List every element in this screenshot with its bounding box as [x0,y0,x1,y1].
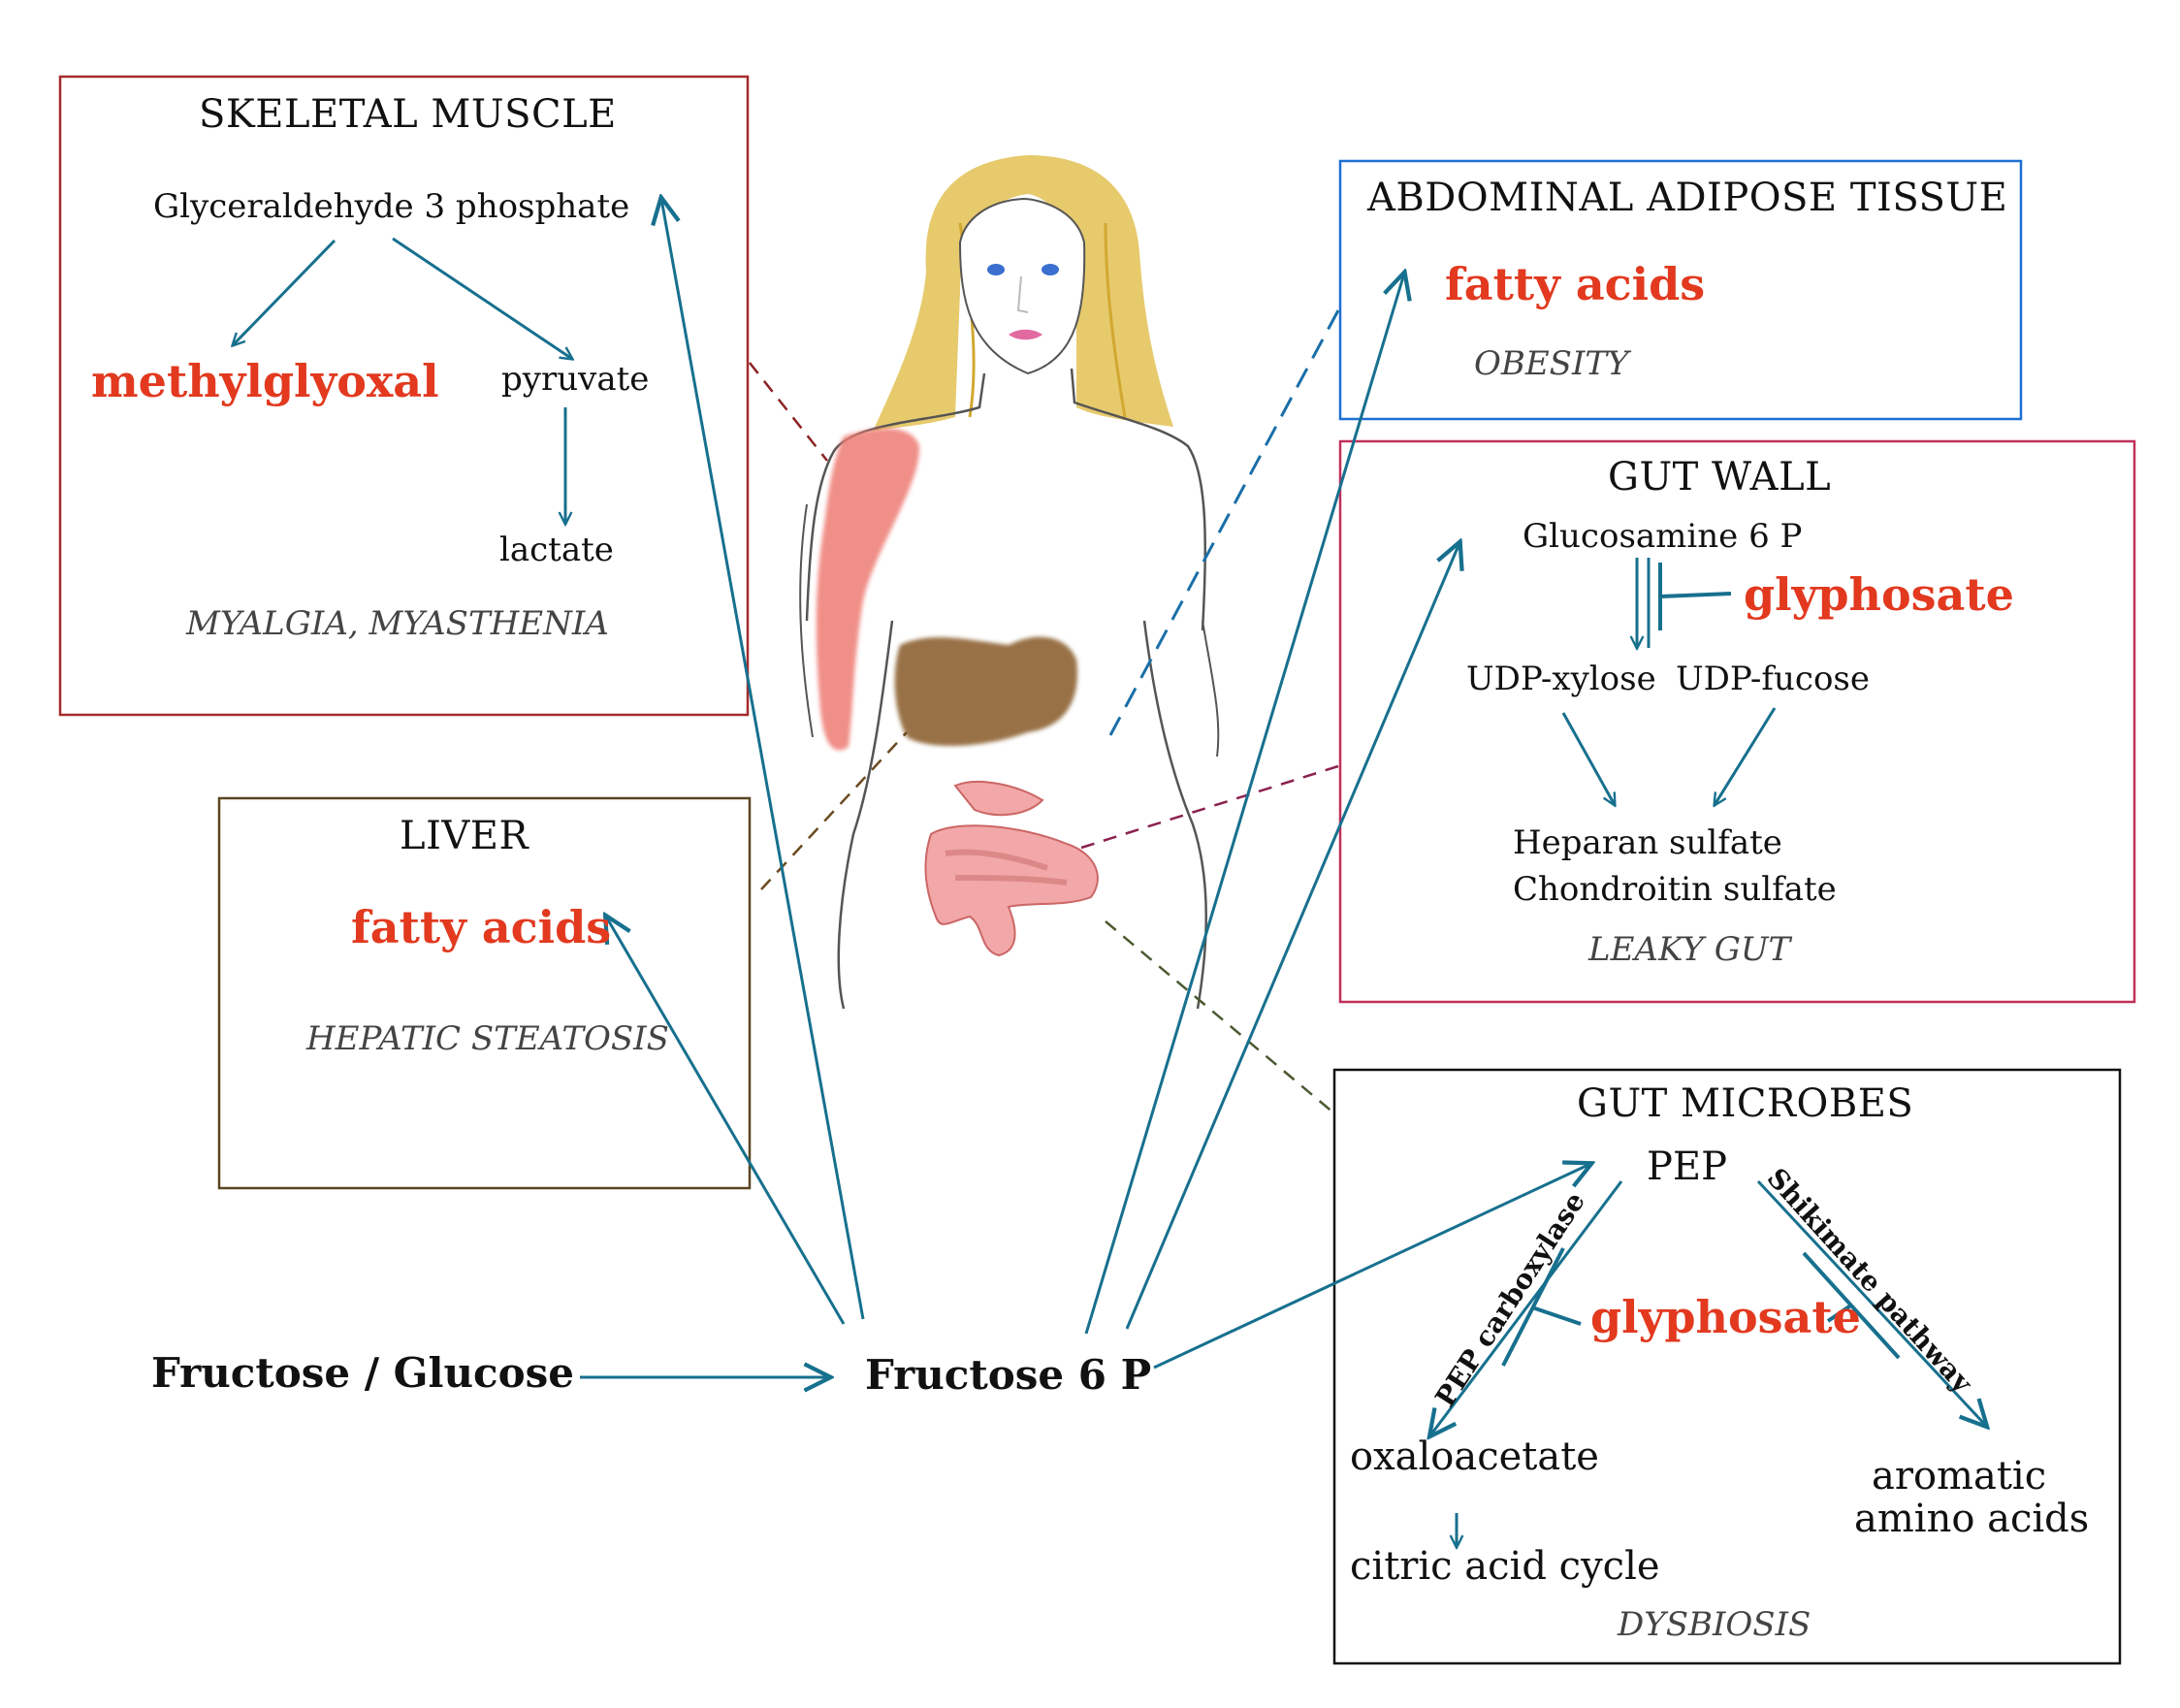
lips [1009,329,1042,340]
chondroitin-label: Chondroitin sulfate [1513,870,1837,909]
pyruvate-label: pyruvate [501,360,650,399]
liver-fatty-acids: fatty acids [351,901,612,953]
arrow-g3p-pyruvate [392,237,572,359]
myalgia-label: MYALGIA, MYASTHENIA [186,604,609,643]
arrow-f6p-to-pep [1153,1164,1590,1370]
arrow-pep-aromatic [1756,1179,1986,1426]
udp-xylose-label: UDP-xylose [1466,660,1656,698]
muscle-connector [749,362,828,462]
woman-figure [799,155,1220,1010]
arrow-f6p-to-adipose [1084,274,1404,1335]
adipose-fatty-acids: fatty acids [1445,258,1706,310]
arrow-xylose-heparan [1561,712,1615,805]
adipose-connector [1108,309,1340,736]
right-eye [1042,264,1059,275]
citric-acid-cycle-label: citric acid cycle [1350,1544,1660,1589]
arrow-f6p-to-liver [606,917,846,1325]
gut-microbes-title: GUT MICROBES [1577,1081,1914,1126]
leaky-gut-label: LEAKY GUT [1588,930,1791,969]
liver-title: LIVER [400,814,529,858]
liver-organ [894,636,1077,747]
udp-fucose-label: UDP-fucose [1676,660,1870,698]
arrow-pep-oxaloacetate [1430,1180,1623,1435]
methylglyoxal-label: methylglyoxal [91,355,439,407]
gutwall-glyphosate: glyphosate [1744,568,2014,621]
oxaloacetate-label: oxaloacetate [1350,1434,1599,1479]
liver-box [217,796,752,1190]
aromatic-label: aromatic [1872,1454,2047,1499]
face [958,197,1086,375]
glucosamine-label: Glucosamine 6 P [1523,517,1803,556]
intestines [924,780,1099,957]
gut-microbes-box [1332,1068,2122,1665]
heparan-label: Heparan sulfate [1513,823,1782,862]
arrow-g3p-methylglyoxal [233,239,337,345]
dysbiosis-label: DYSBIOSIS [1618,1605,1811,1644]
muscle-arm [816,428,920,751]
adipose-title: ABDOMINAL ADIPOSE TISSUE [1367,176,2008,220]
left-eye [987,264,1005,275]
hepatic-steatosis-label: HEPATIC STEATOSIS [306,1019,669,1058]
arrow-fucose-heparan [1715,707,1777,805]
gut-wall-title: GUT WALL [1608,455,1832,500]
lactate-label: lactate [499,531,614,569]
hair [873,155,1173,432]
liver-connector [760,731,908,890]
arrow-f6p-to-muscle [661,199,865,1320]
skeletal-muscle-title: SKELETAL MUSCLE [199,92,617,137]
microbes-connector [1105,920,1335,1114]
gut-wall-box [1338,439,2136,1004]
obesity-label: OBESITY [1474,344,1629,383]
amino-acids-label: amino acids [1854,1497,2090,1541]
fructose-6p-label: Fructose 6 P [865,1351,1152,1399]
fructose-glucose-label: Fructose / Glucose [151,1349,574,1397]
gutwall-connector [1080,764,1339,850]
arrow-f6p-to-gutwall [1125,543,1459,1330]
microbes-glyphosate: glyphosate [1590,1291,1861,1343]
g3p-label: Glyceraldehyde 3 phosphate [153,187,630,226]
pep-label: PEP [1647,1144,1728,1189]
adipose-box [1338,159,2023,421]
skeletal-muscle-box [58,75,750,717]
